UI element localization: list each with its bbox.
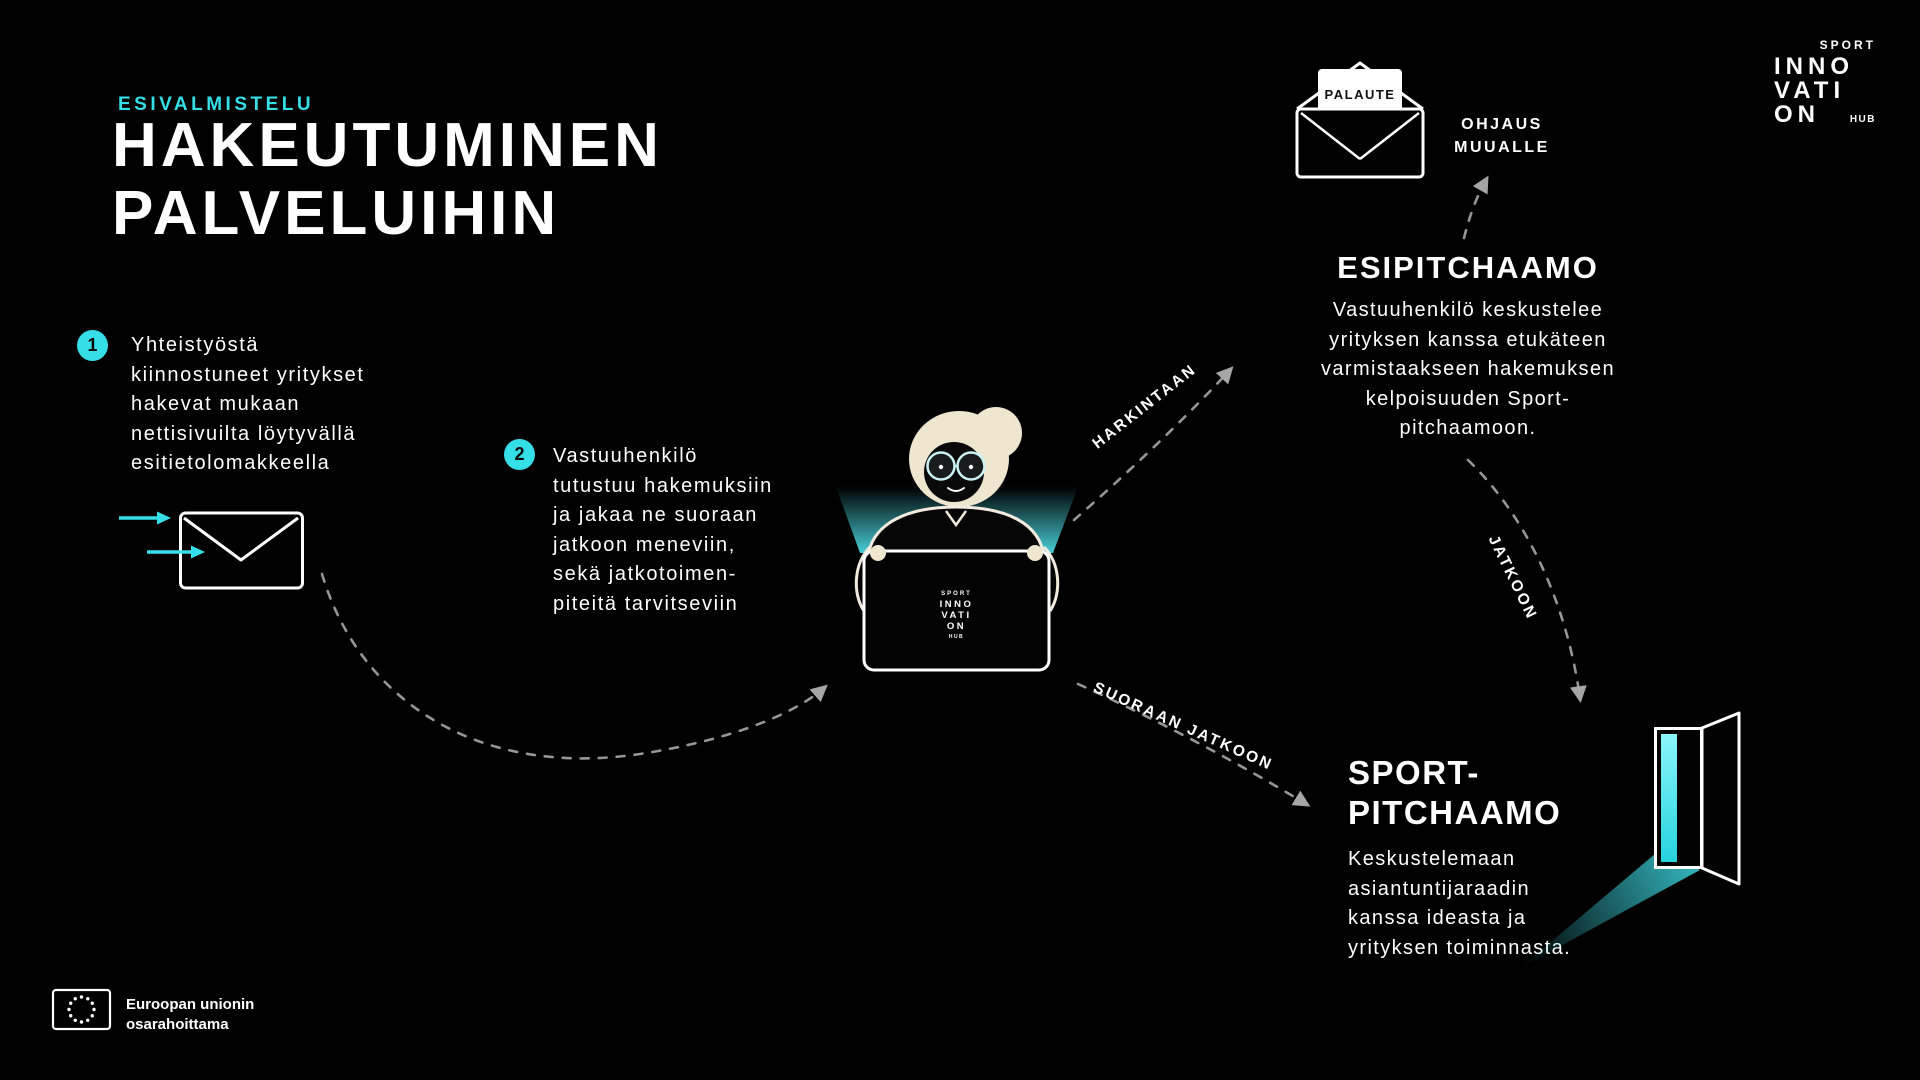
- step-2-line: jatkoon meneviin,: [553, 533, 736, 556]
- person-at-laptop-illustration: SPORT INNO VATI ON HUB: [836, 407, 1078, 672]
- palaute-label: PALAUTE: [1325, 87, 1396, 102]
- left-hand: [870, 545, 886, 561]
- step-2-line: ja jakaa ne suoraan: [553, 504, 758, 526]
- step-2-line: tutustuu hakemuksiin: [553, 474, 773, 497]
- step-1-text: Yhteistyöstä kiinnostuneet yritykset hak…: [131, 331, 365, 479]
- step-1-line: hakevat mukaan: [131, 393, 301, 415]
- door-light-strip: [1661, 734, 1677, 862]
- step-2-line: piteitä tarvitseviin: [553, 592, 739, 615]
- door-panel: [1700, 711, 1741, 886]
- left-arm: [854, 545, 872, 612]
- palaute-envelope-icon: PALAUTE: [1295, 61, 1425, 179]
- step-1-line: kiinnostuneet yritykset: [131, 363, 365, 386]
- esipitchaamo-line: pitchaamoon.: [1399, 417, 1537, 439]
- arrow-esipitchaamo-to-door: [1466, 458, 1587, 704]
- step-2-badge: 2: [504, 439, 535, 470]
- flow-label-suoraan-jatkoon: SUORAAN JATKOON: [1090, 679, 1276, 774]
- svg-text:HUB: HUB: [949, 634, 964, 640]
- brand-logo-row2: VATI: [1774, 77, 1846, 104]
- sportpitchaamo-line: yrityksen toiminnasta.: [1348, 936, 1572, 959]
- ohjaus-line: OHJAUS: [1461, 116, 1543, 133]
- arrow-esipitchaamo-to-palaute: [1462, 175, 1489, 240]
- eu-stars: [67, 995, 96, 1024]
- feedback-card: [1318, 69, 1402, 117]
- sportpitchaamo-line: asiantuntijaraadin: [1348, 877, 1530, 900]
- brand-logo-hub: HUB: [1849, 114, 1876, 125]
- eu-funding-label: Euroopan unionin osarahoittama: [126, 995, 254, 1035]
- intake-envelope-icon: [119, 511, 304, 590]
- envelope-fold-lines: [1300, 112, 1420, 160]
- step-2-text: Vastuuhenkilö tutustuu hakemuksiin ja ja…: [553, 442, 773, 619]
- laptop-icon: [862, 549, 1051, 672]
- brand-logo-row3: ON HUB: [1774, 103, 1876, 127]
- sportpitchaamo-description: Keskustelemaan asiantuntijaraadin kanssa…: [1348, 845, 1648, 963]
- brand-logo: SPORT INNO VATI ON HUB: [1774, 38, 1876, 127]
- shoulders: [866, 505, 1046, 558]
- right-hand: [1027, 545, 1043, 561]
- envelope-flap: [183, 516, 299, 562]
- esipitchaamo-title: ESIPITCHAAMO: [1337, 250, 1599, 285]
- eu-flag-icon: [51, 988, 112, 1031]
- mouth: [947, 487, 965, 492]
- sportpitchaamo-line: Keskustelemaan: [1348, 848, 1516, 870]
- ohjaus-muualle-label: OHJAUS MUUALLE: [1440, 113, 1564, 159]
- esipitchaamo-description: Vastuuhenkilö keskustelee yrityksen kans…: [1272, 296, 1664, 444]
- esipitchaamo-line: yrityksen kanssa etukäteen: [1329, 328, 1607, 351]
- page-title-line1: HAKEUTUMINEN: [112, 111, 663, 180]
- svg-text:INNO: INNO: [940, 599, 974, 610]
- svg-text:VATI: VATI: [941, 610, 971, 621]
- sportpitchaamo-line: kanssa ideasta ja: [1348, 907, 1527, 929]
- arrow-head-icon: [157, 511, 171, 525]
- svg-text:ON: ON: [947, 621, 966, 632]
- step-1-badge: 1: [77, 330, 108, 361]
- brand-logo-on: ON: [1774, 101, 1820, 128]
- incoming-arrows-icon: [119, 516, 191, 554]
- step-1-line: nettisivuilta löytyvällä: [131, 422, 357, 445]
- esipitchaamo-line: Vastuuhenkilö keskustelee: [1332, 299, 1604, 321]
- brand-logo-sport: SPORT: [1819, 38, 1876, 52]
- collar: [944, 510, 968, 528]
- open-door-icon: [1520, 711, 1741, 968]
- svg-text:SPORT: SPORT: [941, 591, 972, 597]
- flow-label-jatkoon: JATKOON: [1484, 532, 1541, 623]
- section-kicker: ESIVALMISTELU: [118, 94, 315, 115]
- page-title-line2: PALVELUIHIN: [112, 179, 561, 248]
- sportpitchaamo-title-line: SPORT-: [1348, 754, 1480, 791]
- door-light-beam: [1520, 848, 1700, 968]
- eu-funding-line: osarahoittama: [126, 1016, 229, 1033]
- right-arm: [1042, 545, 1060, 612]
- ohjaus-line: MUUALLE: [1454, 139, 1550, 156]
- laptop-logo: SPORT INNO VATI ON HUB: [940, 591, 974, 640]
- eye: [938, 464, 944, 470]
- esipitchaamo-line: kelpoisuuden Sport-: [1365, 387, 1571, 410]
- sportpitchaamo-title-line: PITCHAAMO: [1348, 794, 1562, 831]
- esipitchaamo-line: varmistaakseen hakemuksen: [1320, 358, 1615, 380]
- sportpitchaamo-title: SPORT- PITCHAAMO: [1348, 753, 1648, 833]
- step-1-line: Yhteistyöstä: [131, 334, 260, 356]
- sportpitchaamo-section: SPORT- PITCHAAMO Keskustelemaan asiantun…: [1348, 753, 1648, 963]
- arrow-head-icon: [191, 545, 205, 559]
- step-2-line: sekä jatkotoimen-: [553, 563, 737, 585]
- hair-bun: [970, 407, 1022, 459]
- eye: [968, 464, 974, 470]
- envelope-body: [1295, 107, 1425, 179]
- step-1-line: esitietolomakkeella: [131, 452, 331, 474]
- step-2-line: Vastuuhenkilö: [553, 445, 698, 467]
- eu-funding-line: Euroopan unionin: [126, 996, 255, 1013]
- page-title: HAKEUTUMINEN PALVELUIHIN: [112, 112, 663, 248]
- brand-logo-row1: INNO: [1774, 53, 1854, 80]
